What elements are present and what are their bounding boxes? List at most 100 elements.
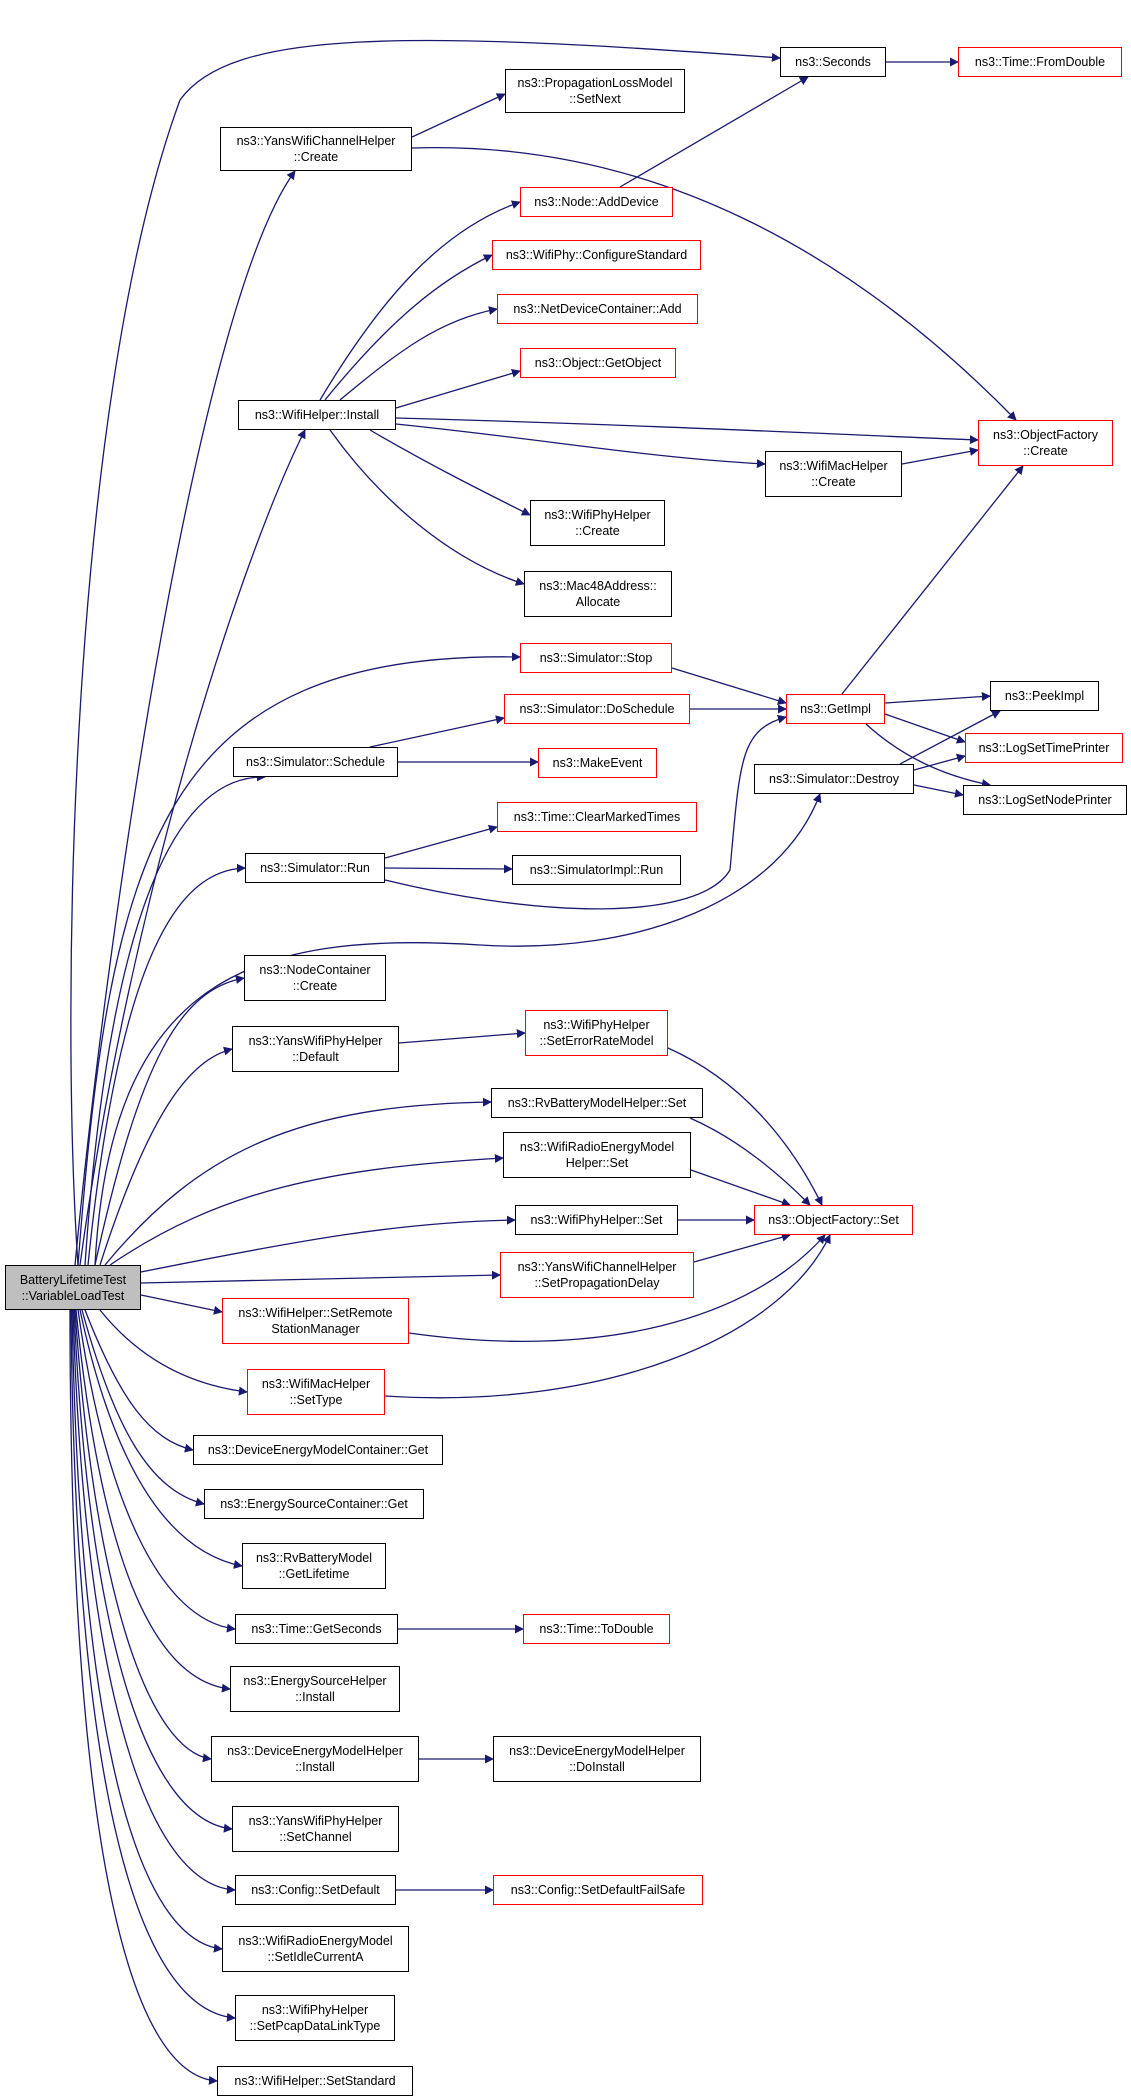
node-simstop[interactable]: ns3::Simulator::Stop (520, 643, 672, 673)
edge-simstop-to-getimpl (671, 667, 787, 705)
edge-setpropdelay-to-ofset (693, 1232, 791, 1263)
node-lognode[interactable]: ns3::LogSetNodePrinter (963, 785, 1127, 815)
node-setpropdelay[interactable]: ns3::YansWifiChannelHelper ::SetPropagat… (500, 1252, 694, 1298)
node-ndcadd[interactable]: ns3::NetDeviceContainer::Add (497, 294, 698, 324)
node-escget[interactable]: ns3::EnergySourceContainer::Get (204, 1489, 424, 1519)
node-yanschcreate[interactable]: ns3::YansWifiChannelHelper ::Create (220, 127, 412, 171)
edge-yanschcreate-to-ofcreate (411, 146, 1017, 421)
node-fromdouble[interactable]: ns3::Time::FromDouble (958, 47, 1122, 77)
edge-seterrrate-to-ofset (667, 1047, 823, 1206)
node-simdestroy[interactable]: ns3::Simulator::Destroy (754, 764, 914, 794)
edge-yanschcreate-to-propnext (411, 93, 506, 138)
node-rvbattset[interactable]: ns3::RvBatteryModelHelper::Set (491, 1088, 703, 1118)
edge-root-to-setremote (140, 1294, 223, 1315)
node-getobject[interactable]: ns3::Object::GetObject (520, 348, 676, 378)
node-setstandard[interactable]: ns3::WifiHelper::SetStandard (217, 2066, 413, 2096)
node-phyhelperset[interactable]: ns3::WifiPhyHelper::Set (515, 1205, 678, 1235)
edge-wifiinstall-to-ndcadd (339, 306, 498, 401)
edge-root-to-simschedule (84, 772, 266, 1266)
edge-root-to-simstop (77, 652, 521, 1266)
node-setchannel[interactable]: ns3::YansWifiPhyHelper ::SetChannel (232, 1806, 399, 1852)
node-setremote[interactable]: ns3::WifiHelper::SetRemote StationManage… (222, 1298, 409, 1344)
edge-root-to-getseconds (77, 1309, 236, 1633)
node-todouble[interactable]: ns3::Time::ToDouble (523, 1614, 670, 1644)
edge-setremote-to-ofset (408, 1234, 826, 1342)
node-logtime[interactable]: ns3::LogSetTimePrinter (965, 733, 1123, 763)
edge-getimpl-to-logtime (884, 713, 966, 744)
edge-root-to-rvlifetime (79, 1309, 243, 1569)
node-eshinstall[interactable]: ns3::EnergySourceHelper ::Install (230, 1666, 400, 1712)
node-simschedule[interactable]: ns3::Simulator::Schedule (233, 747, 398, 777)
edge-simrun-to-getimpl (384, 714, 787, 910)
edge-root-to-yanschcreate (74, 170, 296, 1266)
edge-simdestroy-to-peekimpl (899, 710, 1001, 765)
node-configstd[interactable]: ns3::WifiPhy::ConfigureStandard (492, 240, 701, 270)
node-getimpl[interactable]: ns3::GetImpl (786, 694, 885, 724)
edge-root-to-rvbattset (104, 1097, 492, 1266)
node-nccreate[interactable]: ns3::NodeContainer ::Create (244, 955, 386, 1001)
edge-getimpl-to-peekimpl (884, 692, 991, 704)
node-macalloc[interactable]: ns3::Mac48Address:: Allocate (524, 571, 672, 617)
node-makeevent[interactable]: ns3::MakeEvent (538, 748, 657, 778)
node-clearmarked[interactable]: ns3::Time::ClearMarkedTimes (497, 802, 697, 832)
node-decget[interactable]: ns3::DeviceEnergyModelContainer::Get (193, 1435, 443, 1465)
edge-root-to-nccreate (94, 975, 245, 1266)
edge-wifiradioset-to-ofset (690, 1169, 791, 1207)
edge-getimpl-to-ofcreate (841, 465, 1024, 695)
edge-settype-to-ofset (384, 1234, 831, 1399)
edge-root-to-setdefault (72, 1309, 236, 1894)
edge-yansphydef-to-seterrrate (398, 1029, 526, 1044)
node-addDevice[interactable]: ns3::Node::AddDevice (520, 187, 673, 217)
edge-root-to-setidle (71, 1309, 223, 1953)
edge-getimpl-to-lognode (865, 723, 991, 788)
edge-root-to-phyhelperset (140, 1215, 516, 1273)
node-wifiradioset[interactable]: ns3::WifiRadioEnergyModel Helper::Set (503, 1132, 691, 1178)
edge-root-to-escget (81, 1309, 205, 1507)
node-root[interactable]: BatteryLifetimeTest ::VariableLoadTest (5, 1265, 141, 1310)
node-getseconds[interactable]: ns3::Time::GetSeconds (235, 1614, 398, 1644)
node-simrun[interactable]: ns3::Simulator::Run (245, 853, 385, 883)
edge-root-to-setpropdelay (140, 1270, 501, 1284)
edge-macCreate-to-ofcreate (901, 447, 979, 465)
edge-root-to-wifiradioset (109, 1153, 504, 1266)
node-doschedule[interactable]: ns3::Simulator::DoSchedule (504, 694, 690, 724)
edge-root-to-setchannel (73, 1309, 233, 1833)
edge-root-to-simrun (87, 863, 246, 1266)
node-seconds[interactable]: ns3::Seconds (780, 47, 886, 77)
edge-wifiinstall-to-addDevice (319, 200, 521, 401)
edge-root-to-yansphydef (99, 1046, 233, 1266)
edge-wifiinstall-to-getobject (395, 369, 521, 409)
node-setpcap[interactable]: ns3::WifiPhyHelper ::SetPcapDataLinkType (235, 1995, 395, 2041)
node-settype[interactable]: ns3::WifiMacHelper ::SetType (247, 1369, 385, 1415)
node-ofcreate[interactable]: ns3::ObjectFactory ::Create (978, 420, 1113, 466)
edge-root-to-decget (84, 1309, 194, 1453)
node-peekimpl[interactable]: ns3::PeekImpl (990, 681, 1099, 711)
node-doinstall[interactable]: ns3::DeviceEnergyModelHelper ::DoInstall (493, 1736, 701, 1782)
node-phyCreate[interactable]: ns3::WifiPhyHelper ::Create (530, 500, 665, 546)
node-setidle[interactable]: ns3::WifiRadioEnergyModel ::SetIdleCurre… (222, 1926, 409, 1972)
edge-simschedule-to-doschedule (369, 715, 505, 748)
edge-simdestroy-to-lognode (913, 784, 964, 798)
edge-wifiinstall-to-macCreate (395, 423, 766, 469)
node-yansphydef[interactable]: ns3::YansWifiPhyHelper ::Default (232, 1026, 399, 1072)
edge-root-to-setstandard (69, 1309, 218, 2085)
node-propnext[interactable]: ns3::PropagationLossModel ::SetNext (505, 69, 685, 113)
node-setdefaultfs[interactable]: ns3::Config::SetDefaultFailSafe (493, 1875, 703, 1905)
node-macCreate[interactable]: ns3::WifiMacHelper ::Create (765, 451, 902, 497)
node-ofset[interactable]: ns3::ObjectFactory::Set (754, 1205, 913, 1235)
edge-root-to-settype (99, 1309, 248, 1396)
edge-root-to-setpcap (70, 1309, 236, 2022)
node-wifiinstall[interactable]: ns3::WifiHelper::Install (238, 400, 396, 430)
node-simimplrun[interactable]: ns3::SimulatorImpl::Run (512, 855, 681, 885)
edge-rvbattset-to-ofset (689, 1117, 811, 1206)
edge-root-to-demhinstall (74, 1309, 212, 1763)
edge-root-to-wifiinstall (79, 429, 306, 1266)
node-seterrrate[interactable]: ns3::WifiPhyHelper ::SetErrorRateModel (525, 1010, 668, 1056)
edge-wifiinstall-to-macalloc (329, 429, 525, 586)
edge-root-to-seconds (70, 39, 781, 1266)
node-setdefault[interactable]: ns3::Config::SetDefault (235, 1875, 396, 1905)
node-rvlifetime[interactable]: ns3::RvBatteryModel ::GetLifetime (242, 1543, 386, 1589)
node-demhinstall[interactable]: ns3::DeviceEnergyModelHelper ::Install (211, 1736, 419, 1782)
